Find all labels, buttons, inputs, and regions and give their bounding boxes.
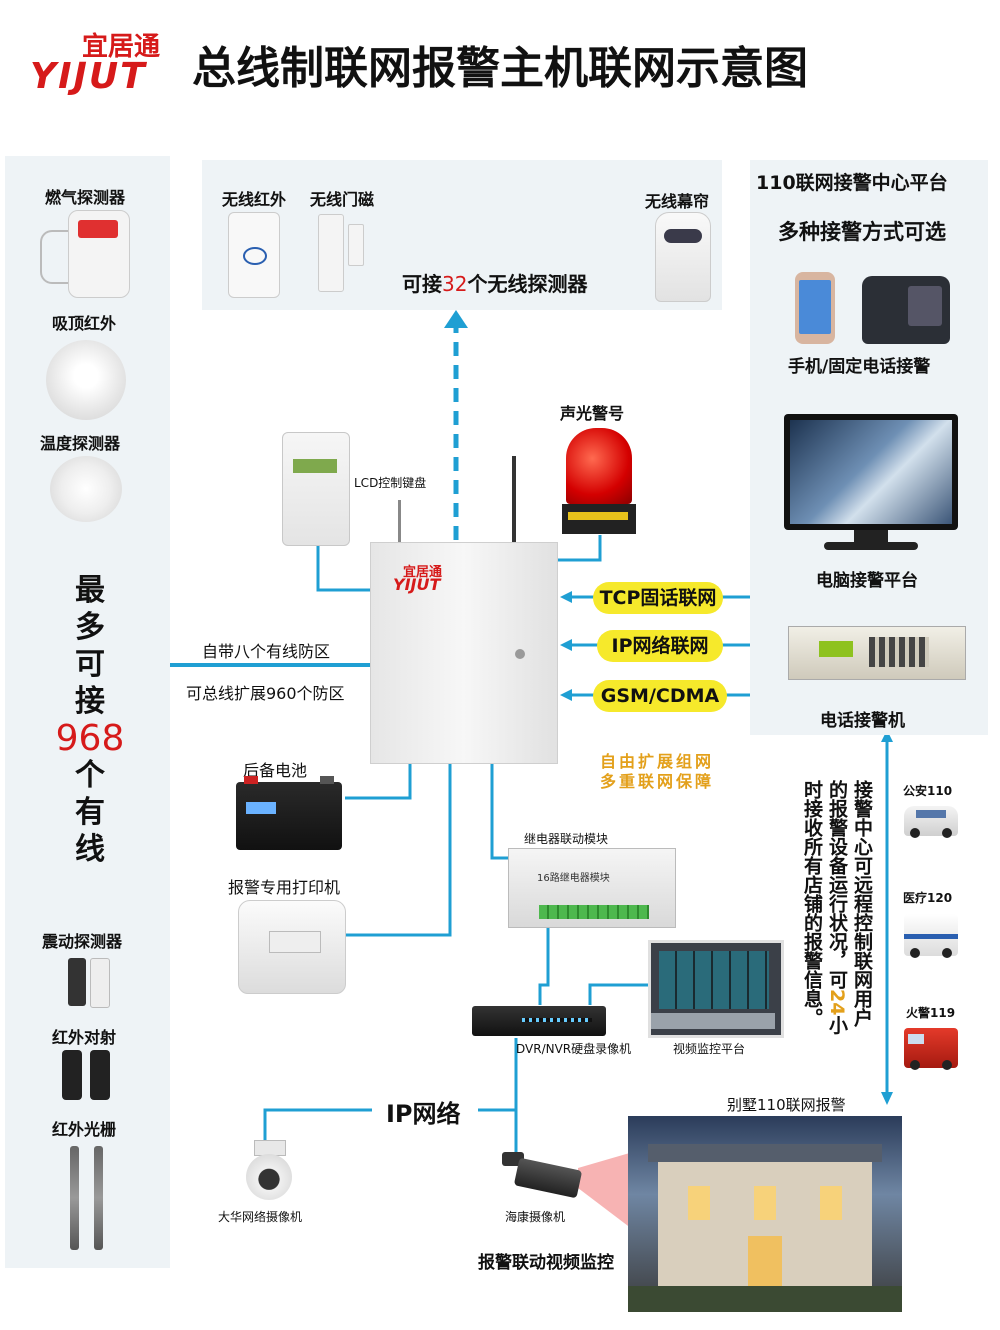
zone-line1: 自带八个有线防区 (202, 642, 331, 661)
siren-icon (562, 428, 636, 538)
siren-label: 声光警号 (560, 404, 625, 423)
gas-detector-icon (40, 210, 130, 298)
video-link-label: 报警联动视频监控 (478, 1253, 614, 1273)
desk-phone-icon (862, 276, 950, 344)
logo-en: YIJUT (30, 56, 147, 97)
wireless-door-icon (318, 214, 368, 294)
video-platform-icon (648, 940, 784, 1038)
wireless-arrow-head (444, 310, 468, 328)
gas-detector-label: 燃气探测器 (45, 188, 126, 207)
vibration-detector-label: 震动探测器 (42, 932, 123, 951)
tcp-link-pill: TCP固话联网 (593, 582, 723, 614)
police-car-icon (904, 806, 958, 838)
ir-beam-icon (62, 1050, 112, 1102)
gsm-link-pill: GSM/CDMA (593, 680, 727, 712)
vibration-detector-icon (68, 958, 110, 1008)
video-platform-label: 视频监控平台 (673, 1042, 746, 1056)
right-panel-subtitle: 多种接警方式可选 (778, 220, 946, 244)
villa-label: 别墅110联网报警 (727, 1096, 846, 1114)
ceiling-pir-label: 吸顶红外 (52, 314, 117, 333)
remote-col2: 的报警设备运行状况，可24小 (826, 780, 848, 1035)
dahua-camera-icon (244, 1140, 294, 1202)
ip-link-pill: IP网络联网 (597, 630, 723, 662)
hik-camera-label: 海康摄像机 (505, 1210, 566, 1224)
fire-truck-icon (904, 1028, 958, 1070)
dvr-icon (472, 1006, 606, 1036)
siren-line (555, 535, 602, 562)
ceiling-pir-icon (46, 340, 126, 420)
battery-icon (236, 776, 342, 850)
phone-icon (795, 272, 835, 344)
page-title: 总线制联网报警主机联网示意图 (192, 43, 808, 94)
wireless-panel (202, 160, 722, 310)
remote-col3: 时接收所有店铺的报警信息。 (801, 780, 823, 1027)
fire-label: 火警119 (906, 1006, 956, 1020)
pc-label: 电脑接警平台 (816, 571, 918, 591)
lcd-keypad-label: LCD控制键盘 (354, 476, 427, 490)
ir-beam-label: 红外对射 (52, 1028, 117, 1047)
temp-detector-icon (50, 456, 122, 522)
printer-label: 报警专用打印机 (228, 878, 341, 897)
police-label: 公安110 (903, 784, 953, 798)
dvr-label: DVR/NVR硬盘录像机 (516, 1042, 632, 1056)
host-logo-cn: 宜居通 (403, 565, 443, 580)
ambulance-icon (904, 914, 958, 958)
camera-beam (578, 1150, 640, 1235)
monitor-icon (784, 414, 960, 554)
right-panel-title: 110联网接警中心平台 (756, 172, 948, 194)
ir-grating-label: 红外光栅 (52, 1120, 117, 1139)
zone-line2: 可总线扩展960个防区 (186, 684, 345, 703)
ip-network-label: IP网络 (386, 1100, 461, 1128)
keypad-line (316, 545, 370, 592)
wireless-door-label: 无线门磁 (310, 190, 375, 209)
temp-detector-label: 温度探测器 (40, 434, 121, 453)
logo: 宜居通 YIJUT (30, 26, 180, 97)
alarm-host: 宜居通 YIJUT (370, 542, 558, 764)
relay-module-icon: 16路继电器模块 (508, 848, 676, 928)
phone-label: 手机/固定电话接警 (788, 357, 931, 377)
expand-text: 自由扩展组网 多重联网保障 (600, 752, 715, 791)
capacity-number: 968 (55, 718, 125, 759)
host-lock (515, 649, 525, 659)
receiver-label: 电话接警机 (820, 711, 905, 731)
capacity-text: 最 多 可 接 968 个 有 线 (56, 572, 125, 868)
wireless-caption: 可接32个无线探测器 (402, 272, 588, 296)
lcd-keypad-icon (282, 432, 350, 546)
dahua-camera-label: 大华网络摄像机 (218, 1210, 303, 1224)
antenna-right (512, 456, 516, 542)
antenna-left (398, 500, 401, 546)
relay-module-label: 继电器联动模块 (524, 832, 609, 846)
relay-module-text: 16路继电器模块 (537, 873, 610, 884)
receiver-icon (788, 626, 966, 680)
ir-grating-icon (68, 1146, 108, 1250)
wireless-curtain-icon (655, 212, 711, 302)
wireless-ir-icon (228, 212, 280, 298)
remote-col1: 接警中心可远程控制联网用户 (851, 780, 873, 1027)
wireless-ir-label: 无线红外 (222, 190, 287, 209)
villa-photo (628, 1116, 902, 1312)
logo-cn: 宜居通 (82, 32, 161, 62)
host-logo-en: YIJUT (393, 575, 441, 594)
battery-label: 后备电池 (243, 761, 308, 780)
medical-label: 医疗120 (903, 891, 953, 905)
hik-camera-icon (502, 1150, 583, 1200)
printer-icon (238, 900, 346, 994)
wireless-curtain-label: 无线幕帘 (645, 192, 710, 211)
